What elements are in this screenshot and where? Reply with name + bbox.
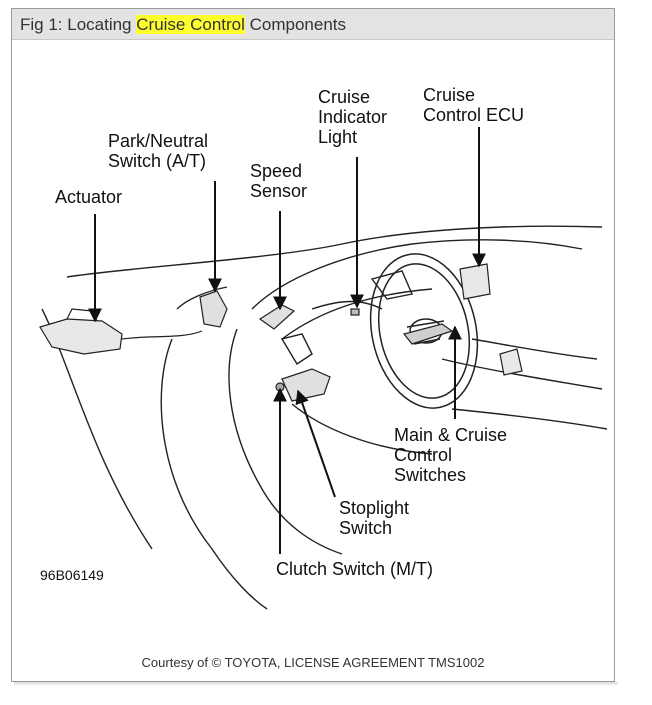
leader-arrows bbox=[88, 127, 486, 554]
label-stoplight-switch: Stoplight Switch bbox=[339, 498, 414, 538]
label-cruise-indicator-light: Cruise Indicator Light bbox=[318, 87, 392, 147]
frame-shadow bbox=[14, 682, 618, 686]
component-sketches bbox=[39, 263, 523, 402]
stoplight-arrow bbox=[295, 389, 336, 498]
drawing-code: 96B06149 bbox=[40, 567, 104, 583]
title-prefix: Fig 1: Locating bbox=[20, 15, 137, 34]
label-park-neutral: Park/Neutral Switch (A/T) bbox=[108, 131, 213, 171]
label-cruise-control-ecu: Cruise Control ECU bbox=[423, 85, 524, 125]
figure-title: Fig 1: Locating Cruise Control Component… bbox=[12, 9, 614, 40]
label-actuator: Actuator bbox=[55, 187, 122, 207]
steering-wheel bbox=[369, 253, 479, 409]
label-main-cruise-switches: Main & Cruise Control Switches bbox=[394, 425, 512, 485]
cruise-control-diagram: Actuator Park/Neutral Switch (A/T) Speed… bbox=[39, 85, 608, 610]
label-clutch-switch: Clutch Switch (M/T) bbox=[276, 559, 433, 579]
credit-line: Courtesy of © TOYOTA, LICENSE AGREEMENT … bbox=[141, 655, 485, 670]
car-line-art bbox=[41, 225, 608, 610]
title-suffix: Components bbox=[244, 15, 347, 34]
figure-frame: Fig 1: Locating Cruise Control Component… bbox=[11, 8, 615, 682]
title-highlight: Cruise Control bbox=[136, 15, 245, 34]
label-speed-sensor: Speed Sensor bbox=[250, 161, 307, 201]
